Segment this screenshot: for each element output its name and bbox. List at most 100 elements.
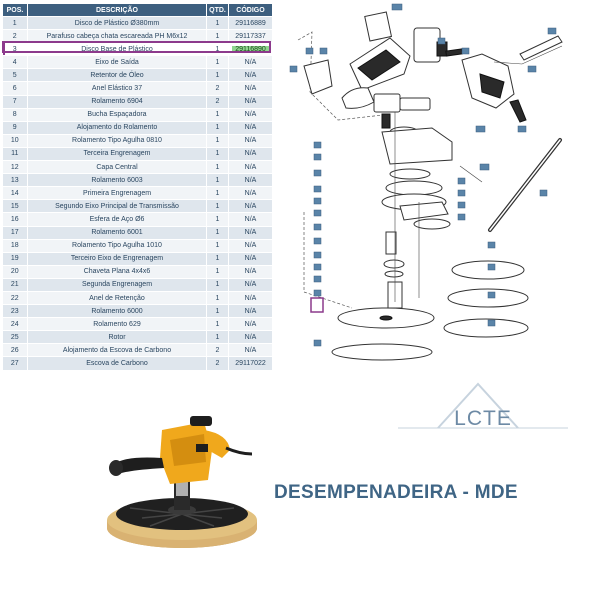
cell-pos: 3	[2, 42, 28, 57]
cell-quantity: 1	[206, 212, 229, 227]
cell-description: Eixo de Saída	[27, 55, 207, 70]
cell-code: N/A	[228, 212, 273, 227]
cell-description: Esfera de Aço Ø6	[27, 212, 207, 227]
diagram-highlighted-callout[interactable]	[310, 297, 324, 313]
cell-pos: 23	[2, 304, 28, 319]
header-description[interactable]: DESCRIÇÃO	[27, 3, 207, 17]
cell-description: Anel de Retenção	[27, 291, 207, 306]
cell-description: Rolamento 6001	[27, 226, 207, 240]
cell-code: N/A	[228, 239, 273, 253]
cell-quantity: 1	[206, 239, 229, 253]
cell-code: N/A	[228, 291, 273, 306]
cell-code: N/A	[228, 173, 273, 188]
exploded-parts-diagram[interactable]	[282, 2, 582, 368]
diagram-motor-stack	[303, 93, 453, 309]
cell-pos: 11	[2, 147, 28, 162]
diagram-flex-shaft	[459, 138, 562, 232]
cell-quantity: 1	[206, 186, 229, 201]
cell-pos: 15	[2, 199, 28, 214]
cell-description: Disco Base de Plástico	[27, 42, 207, 57]
cell-description: Disco de Plástico Ø380mm	[27, 16, 207, 31]
cell-description: Bucha Espaçadora	[27, 108, 207, 122]
cell-quantity: 1	[206, 278, 229, 292]
cell-pos: 14	[2, 186, 28, 201]
cell-code: N/A	[228, 317, 273, 332]
cell-pos: 9	[2, 121, 28, 135]
cell-description: Rolamento 629	[27, 317, 207, 332]
cell-description: Terceiro Eixo de Engrenagem	[27, 252, 207, 266]
cell-quantity: 1	[206, 121, 229, 135]
header-pos[interactable]: POS.	[2, 3, 28, 17]
wall-sander-photo	[107, 416, 257, 548]
cell-quantity: 1	[206, 173, 229, 188]
cell-description: Chaveta Plana 4x4x6	[27, 265, 207, 279]
cell-code: N/A	[228, 121, 273, 135]
cell-code: N/A	[228, 304, 273, 319]
cell-code: N/A	[228, 186, 273, 201]
cell-quantity: 1	[206, 199, 229, 214]
cell-quantity: 1	[206, 252, 229, 266]
cell-pos: 22	[2, 291, 28, 306]
cell-pos: 20	[2, 265, 28, 279]
header-quantity[interactable]: QTD.	[206, 3, 229, 17]
cell-description: Segunda Engrenagem	[27, 278, 207, 292]
header-code[interactable]: CÓDIGO	[228, 3, 273, 17]
cell-code: N/A	[228, 81, 273, 96]
cell-pos: 24	[2, 317, 28, 332]
cell-pos: 17	[2, 226, 28, 240]
cell-quantity: 1	[206, 265, 229, 279]
cell-description: Capa Central	[27, 160, 207, 175]
cell-pos: 25	[2, 330, 28, 345]
cell-description: Anel Elástico 37	[27, 81, 207, 96]
cell-description: Rolamento Tipo Agulha 1010	[27, 239, 207, 253]
brand-name: LCTE	[454, 407, 512, 430]
cell-code: N/A	[228, 199, 273, 214]
cell-pos: 8	[2, 108, 28, 122]
cell-pos: 16	[2, 212, 28, 227]
cell-quantity: 2	[206, 81, 229, 96]
cell-code: N/A	[228, 95, 273, 109]
cell-code: 29116890	[228, 42, 273, 57]
cell-code: 29116889	[228, 16, 273, 31]
cell-quantity: 1	[206, 42, 229, 57]
cell-code: N/A	[228, 55, 273, 70]
cell-quantity: 1	[206, 55, 229, 70]
cell-quantity: 1	[206, 108, 229, 122]
cell-description: Alojamento da Escova de Carbono	[27, 343, 207, 358]
cell-pos: 27	[2, 356, 28, 371]
cell-quantity: 1	[206, 291, 229, 306]
cell-pos: 1	[2, 16, 28, 31]
cell-description: Retentor de Óleo	[27, 68, 207, 83]
cell-pos: 19	[2, 252, 28, 266]
cell-code: N/A	[228, 160, 273, 175]
